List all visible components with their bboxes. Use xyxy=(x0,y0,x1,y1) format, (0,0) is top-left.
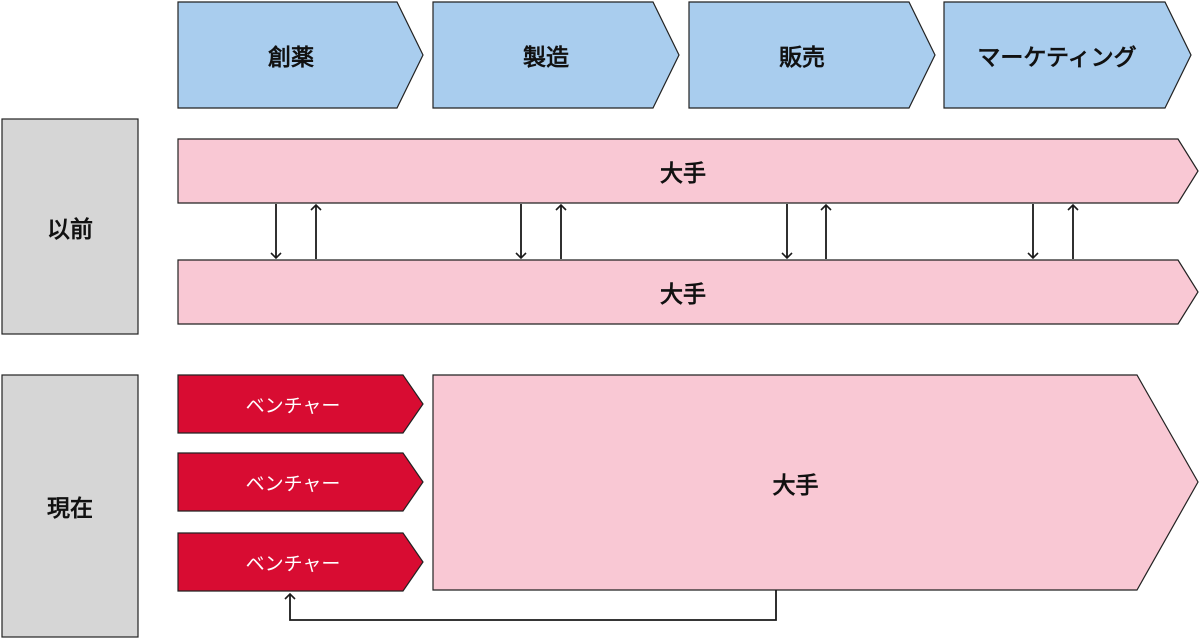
stage-chevron-discovery xyxy=(177,1,424,109)
stage-chevron-marketing xyxy=(943,1,1192,109)
stage-chevron-manufacturing xyxy=(432,1,680,109)
before-top-bar-shape xyxy=(177,138,1199,204)
venture-arrow-3-shape xyxy=(177,532,424,592)
before-bottom-bar-shape xyxy=(177,259,1199,325)
side-box-before xyxy=(1,118,139,335)
venture-arrow-1-shape xyxy=(177,374,424,434)
venture-arrow-2-shape xyxy=(177,452,424,512)
side-box-now xyxy=(1,374,139,638)
stage-chevron-sales xyxy=(688,1,936,109)
feedback-arrow xyxy=(284,590,777,621)
now-big-arrow-shape xyxy=(432,374,1199,591)
